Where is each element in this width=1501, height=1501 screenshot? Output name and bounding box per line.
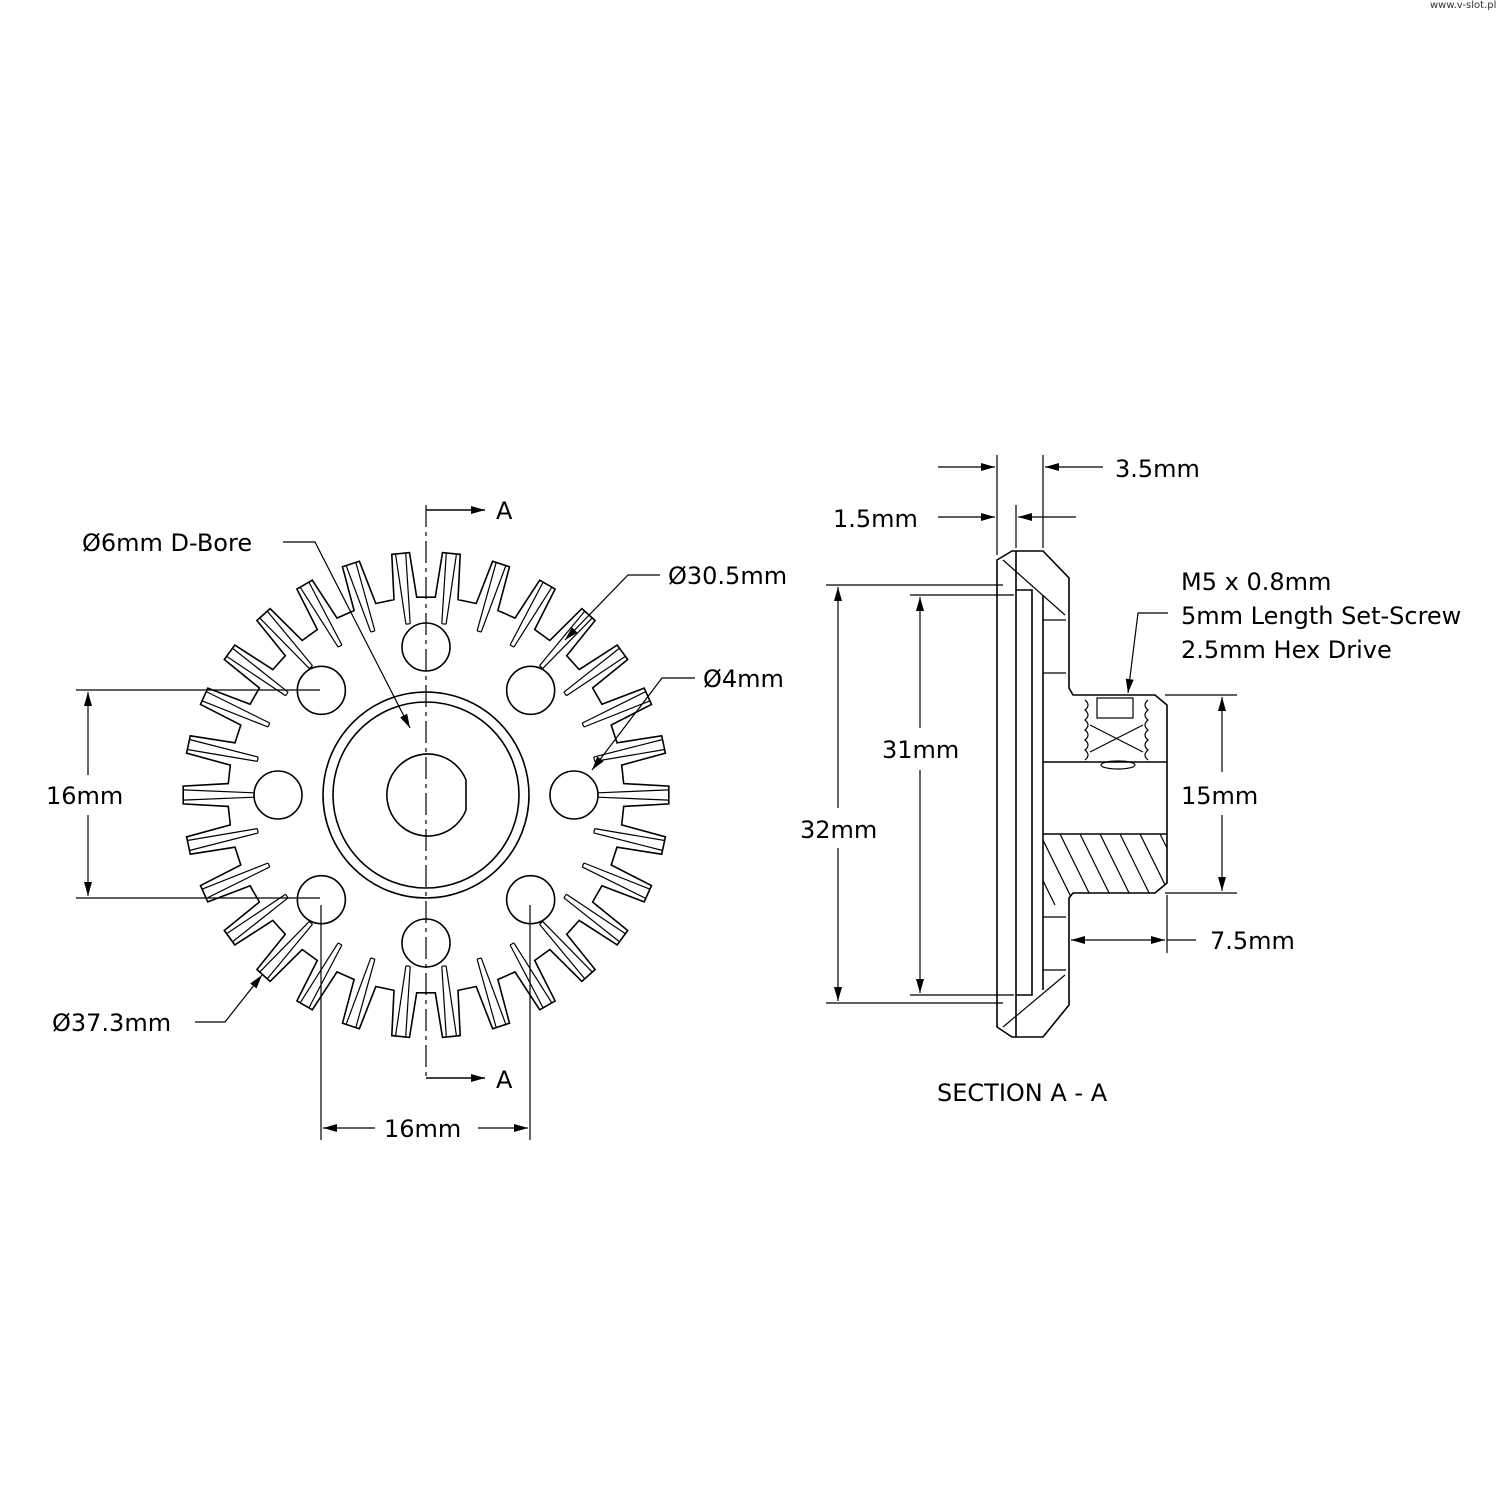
tooth-flank [441,552,458,625]
tooth-flank [299,581,343,648]
hatch-line [1043,834,1056,905]
gear-front-view: A A Ø6mm D-Bore Ø30.5mm Ø4mm Ø37.3mm 16m… [46,497,787,1143]
tooth-flank [183,789,255,801]
hatch-line [1099,834,1136,905]
tooth-flank [345,562,376,633]
tooth-flank [593,738,665,762]
outer-diameter-label: Ø37.3mm [52,1009,171,1037]
tooth-flank [345,957,376,1028]
hatch-line [1119,834,1156,905]
tooth-flank [226,893,289,943]
setscrew-note-line1: M5 x 0.8mm [1181,568,1331,596]
section-marker-bottom: A [496,1066,513,1094]
tooth-flank [187,828,259,852]
section-marker-top: A [496,497,513,525]
setscrew-note-line3: 2.5mm Hex Drive [1181,636,1392,664]
tooth-flank [226,647,289,697]
mounting-hole [549,770,599,820]
tooth-flank [201,690,271,728]
tooth-flank [259,610,313,670]
set-screw [1084,697,1149,770]
tooth-flank [187,738,259,762]
outer-diameter-leader [195,974,263,1023]
tooth-flank [201,862,271,900]
dim-15-label: 15mm [1181,782,1258,810]
tooth-flank [394,965,411,1038]
tooth-flank [394,552,411,625]
tooth-flank [581,690,651,728]
bore-label: Ø6mm D-Bore [82,529,252,557]
hatch-line [1159,834,1167,905]
tooth-flank [597,789,669,801]
tooth-flank [581,862,651,900]
section-edge [1016,589,1033,996]
tooth-flank [593,828,665,852]
tooth-flank [441,965,458,1038]
gear-section-view: 3.5mm 1.5mm 32mm 31mm 15mm 7.5mm M5 x 0.… [800,455,1461,1107]
tooth-flank [509,581,553,648]
hatch-line [1139,834,1167,905]
gear-outline [182,551,670,1039]
hatch-line [1059,834,1096,905]
tooth-flank [539,610,593,670]
dim-7-5-label: 7.5mm [1210,927,1295,955]
watermark: www.v-slot.pl [1430,0,1496,11]
tooth-flank [509,942,553,1009]
horizontal-spacing-label: 16mm [384,1115,461,1143]
tooth-flank [539,920,593,980]
hatch-line [1180,834,1215,905]
d-bore [386,753,467,837]
dim-31-label: 31mm [882,736,959,764]
dim-1-5-label: 1.5mm [833,505,918,533]
dim-32-label: 32mm [800,816,877,844]
hatch-line [1043,834,1076,905]
mounting-hole [505,874,556,925]
bore-leader [283,541,411,729]
tooth-flank [476,562,507,633]
tooth-edge [1002,559,1066,616]
mounting-hole [505,665,556,716]
tooth-flank [476,957,507,1028]
tooth-flank [563,647,626,697]
section-title: SECTION A - A [937,1079,1108,1107]
tooth-flank [259,920,313,980]
section-outline [996,550,1168,1038]
hole-diameter-leader [591,677,695,771]
hole-diameter-label: Ø4mm [703,665,784,693]
tooth-flank [299,942,343,1009]
hatch-line [1079,834,1116,905]
vertical-spacing-label: 16mm [46,782,123,810]
setscrew-note-line2: 5mm Length Set-Screw [1181,602,1461,630]
pitch-diameter-label: Ø30.5mm [668,562,787,590]
hatch-line [1000,834,1035,905]
gear-teeth [182,551,670,1039]
tooth-edge [1002,974,1066,1028]
setscrew-leader [1125,612,1168,694]
dim-3-5-label: 3.5mm [1115,455,1200,483]
mounting-hole [253,770,303,820]
tooth-flank [563,893,626,943]
pitch-diameter-leader [564,574,660,641]
